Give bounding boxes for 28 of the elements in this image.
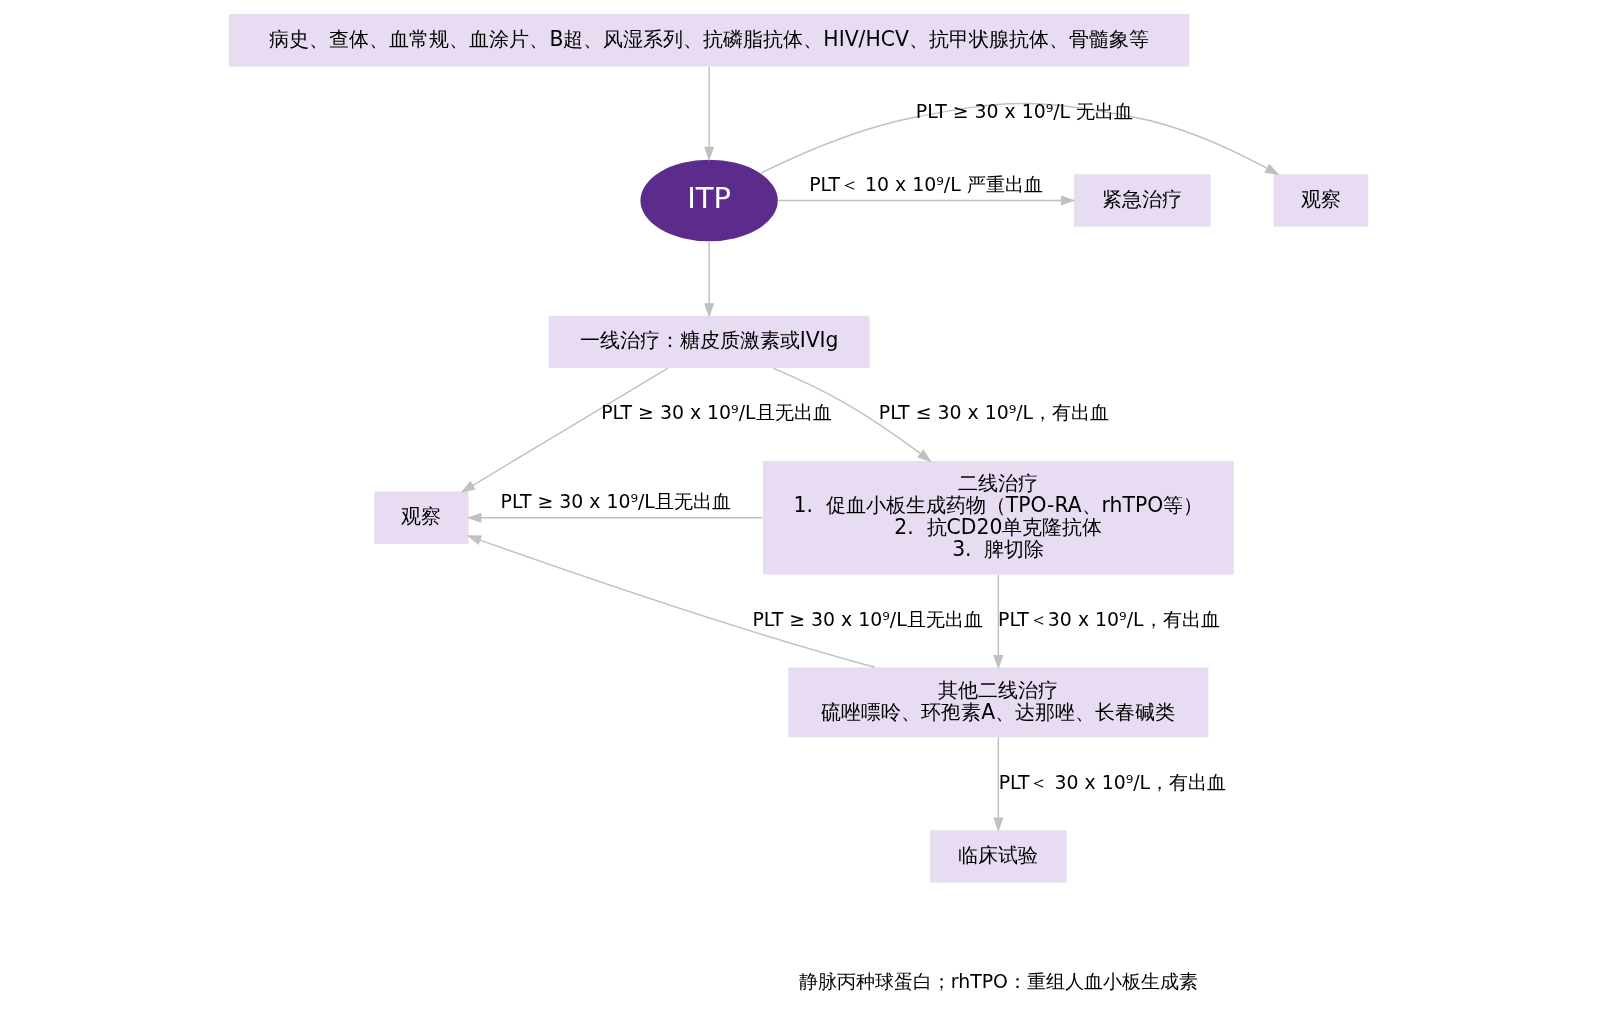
arrow	[759, 102, 1280, 176]
node-box: 观察	[1273, 174, 1369, 227]
arrow	[777, 195, 1076, 206]
edge-label: PLT ≥ 30 x 10⁹/L且无出血	[601, 401, 832, 424]
node-ellipse: ITP	[640, 159, 778, 242]
node-box: 临床试验	[930, 830, 1067, 883]
arrow	[466, 535, 876, 669]
arrow	[466, 512, 764, 523]
node-box: 观察	[374, 491, 469, 544]
edge-label: PLT ≥ 30 x 10⁹/L且无出血	[500, 490, 731, 513]
node-box: 一线治疗：糖皮质激素或IVIg	[548, 315, 870, 369]
edge-label: PLT ≤ 30 x 10⁹/L，有出血	[878, 401, 1110, 424]
node-box: 紧急治疗	[1073, 174, 1211, 227]
node-box: 其他二线治疗 硫唑嘌呤、环孢素A、达那唑、长春碱类	[788, 667, 1209, 738]
edge-label: PLT＜ 30 x 10⁹/L，有出血	[998, 770, 1227, 793]
node-box: 病史、查体、血常规、血涂片、B超、风湿系列、抗磷脂抗体、HIV/HCV、抗甲状腺抗体、骨髓象等	[228, 14, 1190, 67]
arrow	[460, 367, 669, 493]
arrow	[772, 367, 932, 463]
arrow	[993, 573, 1004, 670]
arrow	[993, 736, 1004, 833]
node-box: 二线治疗 1. 促血小板生成药物（TPO-RA、rhTPO等） 2. 抗CD20单克隆抗体 3. 脾切除	[762, 461, 1234, 575]
edge-label: PLT ≥ 30 x 10⁹/L 无出血	[915, 99, 1134, 122]
arrow	[704, 240, 715, 318]
edge-label: PLT＜ 10 x 10⁹/L 严重出血	[809, 172, 1043, 195]
arrow	[704, 66, 715, 162]
edge-label: PLT＜30 x 10⁹/L，有出血	[998, 607, 1220, 630]
label: 静脉丙种球蛋白；rhTPO：重组人血小板生成素	[798, 969, 1198, 992]
edge-label: PLT ≥ 30 x 10⁹/L且无出血	[752, 607, 983, 630]
